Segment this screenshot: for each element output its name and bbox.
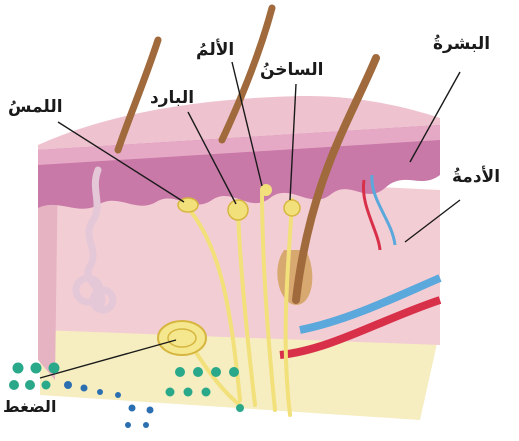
label-pressure: الضغط <box>3 397 56 416</box>
label-cold: البارد <box>150 88 194 108</box>
cold-receptor <box>228 200 248 220</box>
label-pain: الألمُ <box>196 40 234 60</box>
label-epidermis: البشرةُ <box>433 34 490 54</box>
pressure-receptor <box>158 321 206 355</box>
label-dermis: الأدمةُ <box>452 167 500 187</box>
hot-receptor <box>284 200 300 216</box>
label-touch: اللمسُ <box>8 97 63 117</box>
label-hot: الساخنُ <box>260 60 323 80</box>
